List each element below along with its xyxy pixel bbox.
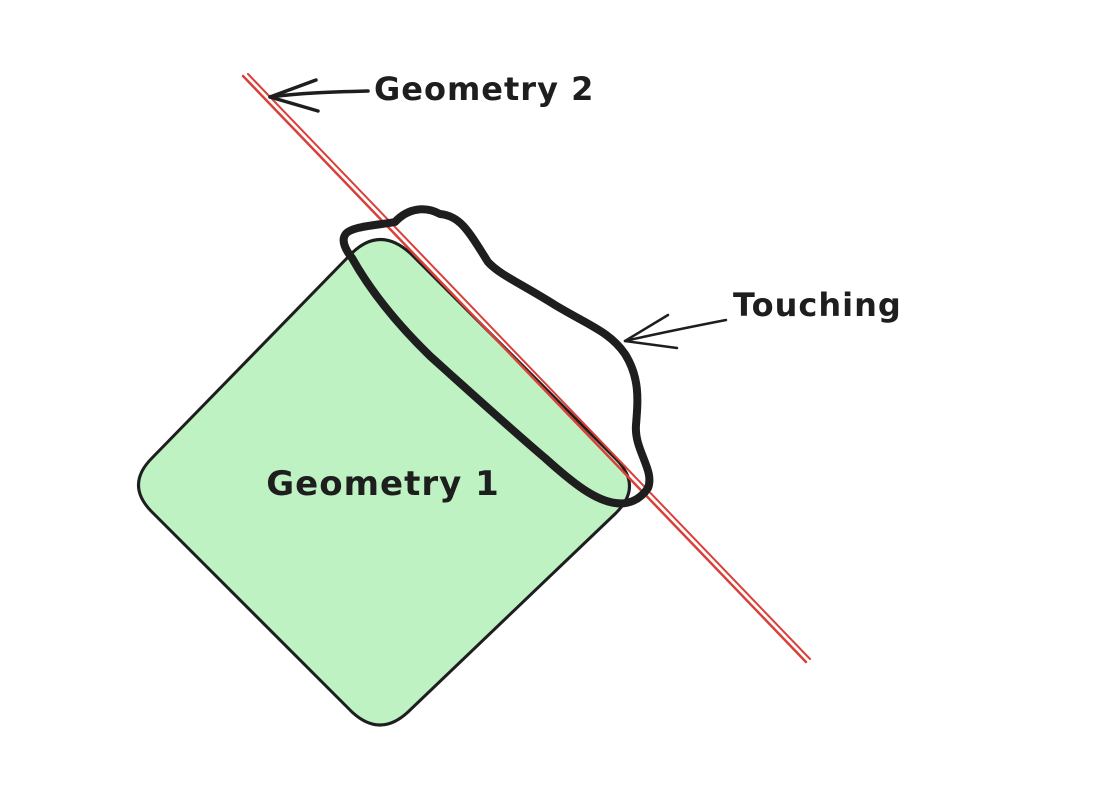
geometry-1-label: Geometry 1	[266, 464, 500, 504]
geometry-2-arrow	[268, 78, 370, 113]
geometry-2-line[interactable]	[241, 73, 811, 664]
touching-arrow	[623, 313, 728, 350]
geometry-2-label: Geometry 2	[374, 70, 594, 108]
geometry-1-shape[interactable]	[137, 238, 631, 727]
touching-highlight-loop	[339, 205, 654, 508]
touching-label: Touching	[733, 286, 902, 324]
